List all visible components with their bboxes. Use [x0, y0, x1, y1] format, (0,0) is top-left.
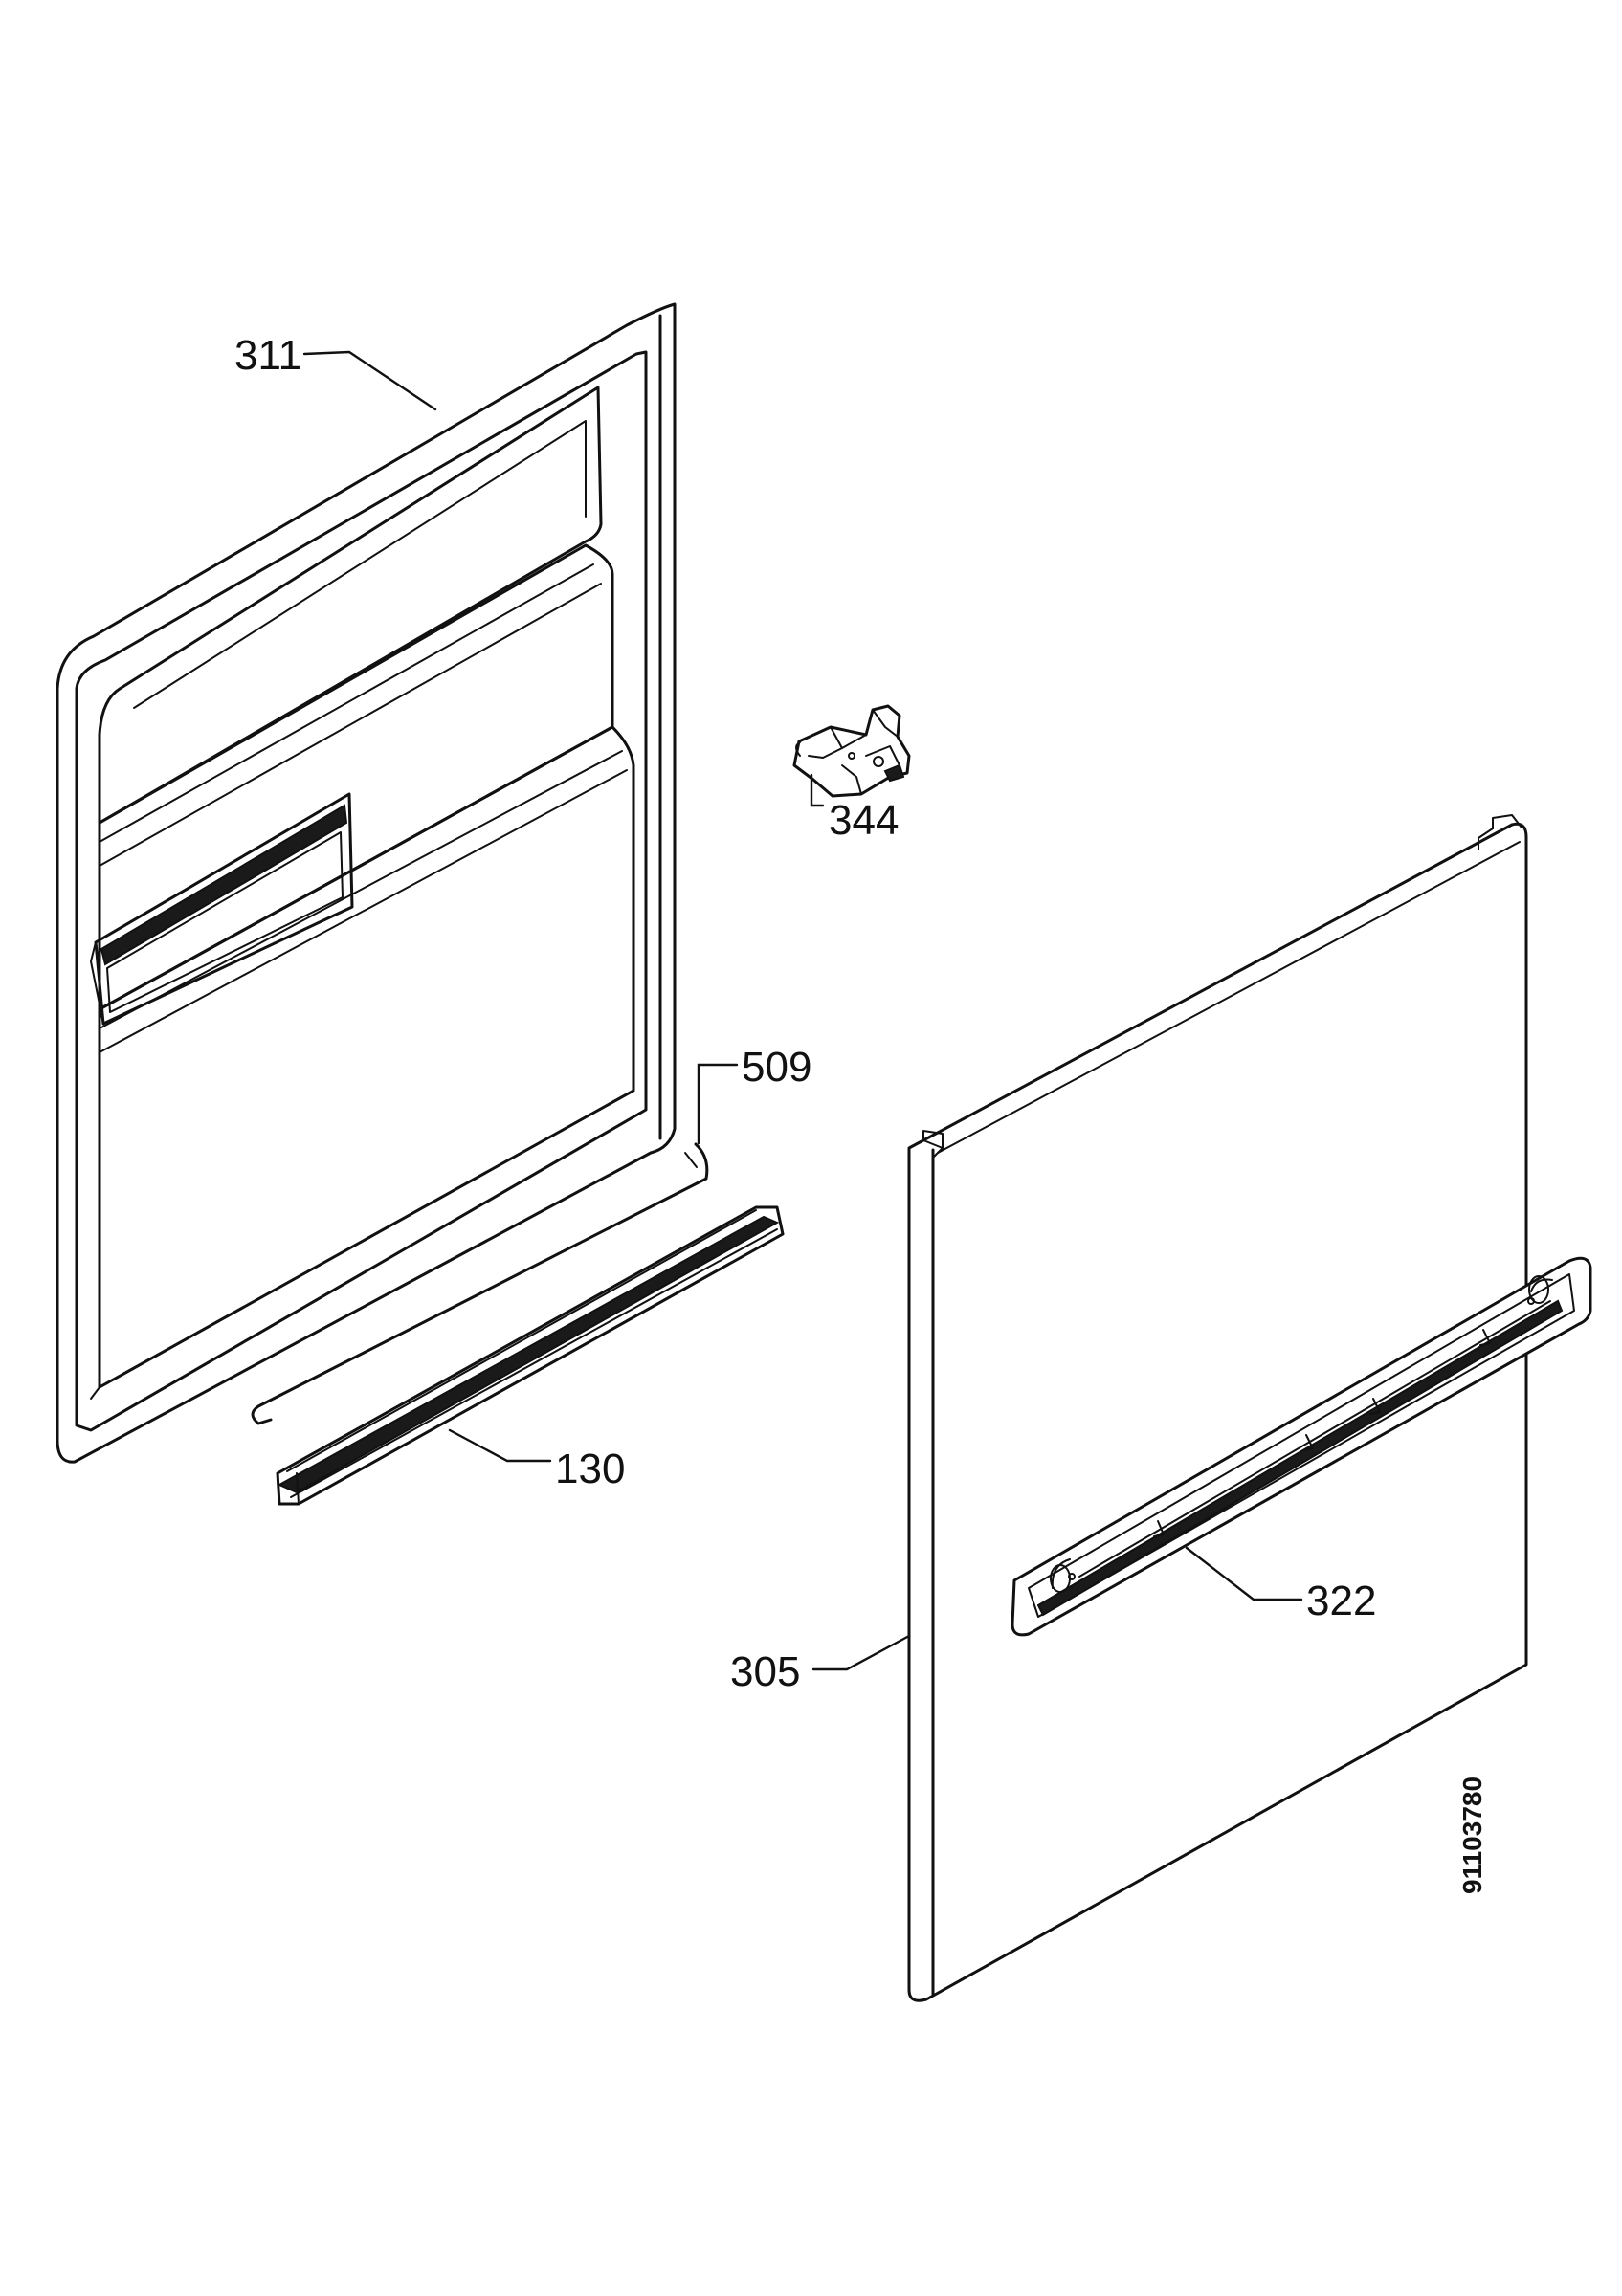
leader-322 [1185, 1546, 1303, 1601]
leader-lines [302, 350, 1303, 1671]
leader-509 [697, 1063, 739, 1145]
leader-344 [810, 773, 825, 807]
door-rod [251, 1142, 709, 1425]
leader-130 [448, 1428, 552, 1463]
callout-130: 130 [555, 1446, 625, 1492]
inner-door-panel [56, 302, 677, 1464]
drawing-id: 91103780 [1457, 1777, 1487, 1894]
handle-bar [1011, 1256, 1592, 1637]
callout-344: 344 [829, 797, 899, 844]
outer-door-panel [907, 814, 1528, 2002]
leader-311 [302, 350, 437, 411]
leader-305 [811, 1634, 911, 1671]
callout-322: 322 [1306, 1578, 1376, 1624]
callout-311: 311 [234, 332, 301, 379]
hinge-bracket [792, 704, 911, 798]
callout-305: 305 [730, 1648, 800, 1695]
callout-509: 509 [742, 1044, 811, 1091]
seal-strip [276, 1205, 785, 1506]
